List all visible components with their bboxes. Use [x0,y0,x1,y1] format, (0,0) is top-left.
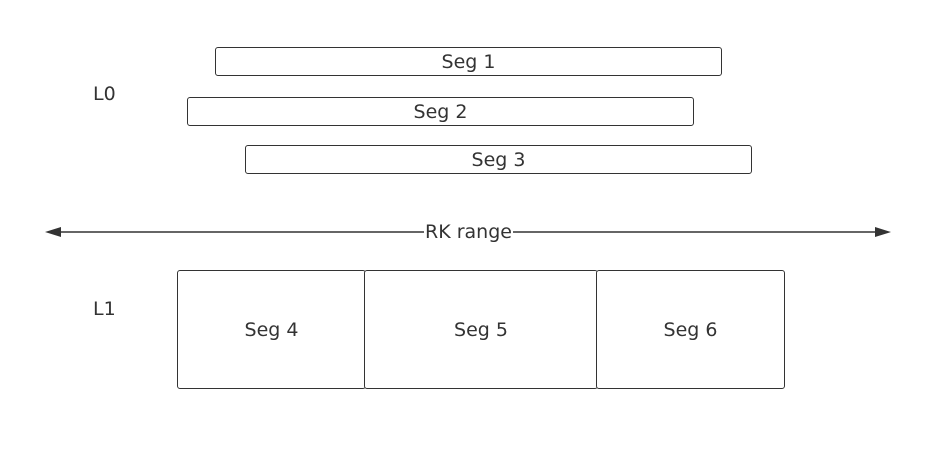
segment-4: Seg 4 [177,270,366,389]
segment-1-label: Seg 1 [441,50,496,73]
segment-6-label: Seg 6 [663,318,718,341]
level-label-l1: L1 [93,298,116,320]
segment-3-label: Seg 3 [471,148,526,171]
segment-2: Seg 2 [187,97,694,126]
range-axis-label: RK range [424,220,513,244]
segment-3: Seg 3 [245,145,752,174]
segment-1: Seg 1 [215,47,722,76]
segment-5: Seg 5 [364,270,598,389]
range-arrow-left-icon [45,227,61,237]
segment-4-label: Seg 4 [244,318,299,341]
segment-5-label: Seg 5 [454,318,508,341]
range-arrow-right-icon [875,227,891,237]
segment-6: Seg 6 [596,270,785,389]
level-label-l0: L0 [93,83,116,105]
segment-2-label: Seg 2 [413,100,468,123]
